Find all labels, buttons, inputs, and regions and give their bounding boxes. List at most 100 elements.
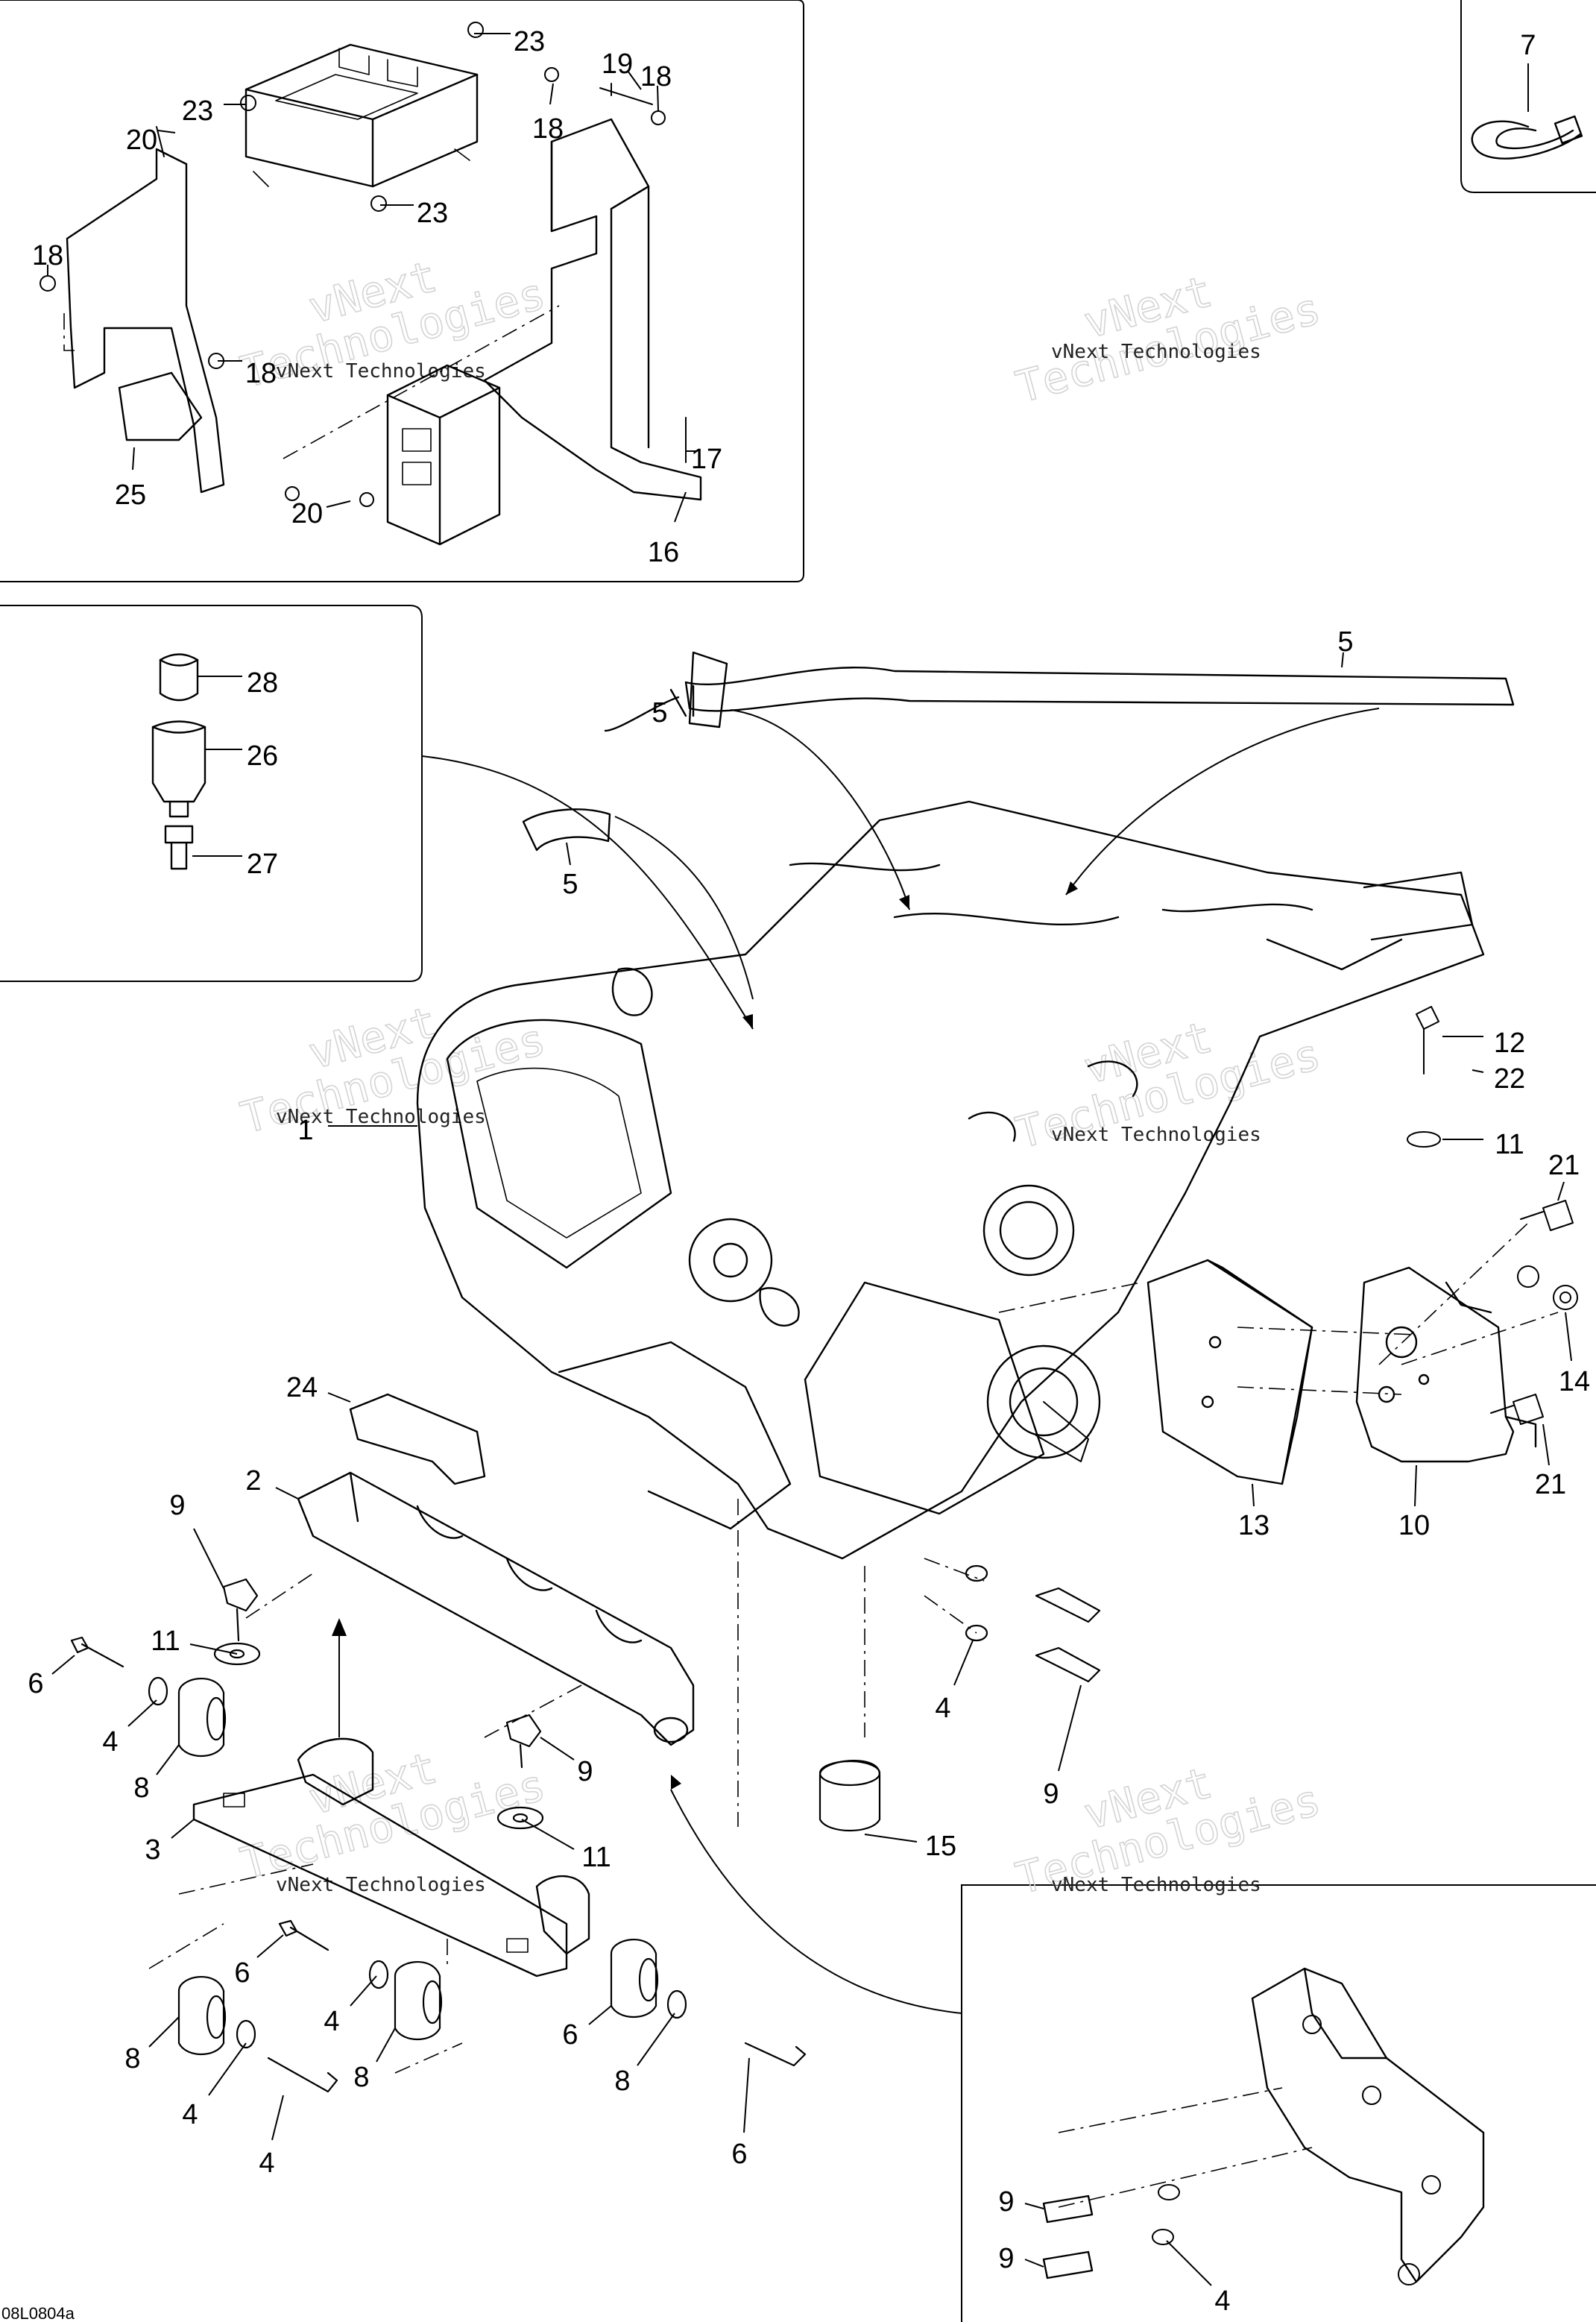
callout-label-7: 7 bbox=[1520, 30, 1536, 61]
callout-label-23: 23 bbox=[182, 95, 213, 127]
callout-leader bbox=[637, 2013, 675, 2066]
callout-leader bbox=[208, 2042, 247, 2096]
watermark-small: vNext Technologies bbox=[276, 1874, 486, 1896]
front-mount-bracket-drawing bbox=[297, 1393, 695, 1746]
callout-leader bbox=[376, 2027, 396, 2063]
callout-leader bbox=[326, 500, 351, 508]
callout-label-19: 19 bbox=[602, 48, 633, 80]
callout-label-4: 4 bbox=[1214, 2285, 1230, 2317]
callout-leader bbox=[157, 130, 176, 133]
callout-label-4: 4 bbox=[259, 2148, 274, 2179]
callout-label-11: 11 bbox=[151, 1626, 180, 1657]
callout-label-18: 18 bbox=[245, 358, 277, 389]
plate-13-drawing bbox=[1146, 1259, 1313, 1485]
watermark-small-labels: vNext Technologies vNext Technologies vN… bbox=[276, 341, 1261, 1896]
watermark-small: vNext Technologies bbox=[276, 1106, 486, 1128]
arrow-heads bbox=[332, 881, 1078, 1790]
watermark-small: vNext Technologies bbox=[1051, 1874, 1261, 1896]
bottom-right-bracket-drawing bbox=[1042, 1967, 1485, 2285]
callout-leader bbox=[193, 1528, 224, 1589]
callout-leader bbox=[327, 1392, 351, 1403]
callout-label-6: 6 bbox=[28, 1668, 43, 1699]
bumper-stack-drawing bbox=[151, 653, 206, 870]
callout-label-13: 13 bbox=[1238, 1510, 1269, 1541]
callout-label-28: 28 bbox=[247, 667, 278, 699]
callout-label-5: 5 bbox=[562, 869, 578, 900]
callout-leader bbox=[1252, 1483, 1255, 1507]
callout-label-20: 20 bbox=[291, 498, 323, 529]
bracket-16-drawing bbox=[483, 118, 702, 501]
callout-label-24: 24 bbox=[286, 1372, 318, 1403]
small-fasteners-top-left bbox=[40, 22, 687, 507]
callout-label-4: 4 bbox=[102, 1726, 118, 1758]
callout-label-9: 9 bbox=[169, 1490, 185, 1521]
callout-label-18: 18 bbox=[32, 240, 63, 271]
callout-label-12: 12 bbox=[1494, 1028, 1525, 1059]
callout-leader bbox=[1341, 652, 1344, 668]
callout-label-3: 3 bbox=[145, 1834, 160, 1866]
relay-module-drawing bbox=[386, 364, 501, 546]
callout-label-20: 20 bbox=[126, 125, 157, 156]
callout-leader bbox=[189, 1643, 238, 1655]
callout-leader bbox=[1166, 2240, 1212, 2286]
callout-label-21: 21 bbox=[1548, 1150, 1580, 1181]
callout-leader bbox=[132, 447, 135, 471]
callout-label-18: 18 bbox=[640, 61, 672, 92]
callout-leader bbox=[171, 1819, 195, 1839]
callout-label-22: 22 bbox=[1494, 1063, 1525, 1095]
callout-leader bbox=[540, 1737, 575, 1761]
hose-drawings bbox=[522, 651, 1515, 852]
callout-leader bbox=[743, 2057, 750, 2133]
callout-label-27: 27 bbox=[247, 849, 278, 880]
callout-leader bbox=[1058, 1684, 1082, 1772]
cable-tie-drawing bbox=[1471, 115, 1583, 160]
callout-label-8: 8 bbox=[614, 2065, 630, 2097]
callout-leader bbox=[1565, 1312, 1572, 1362]
callout-label-11: 11 bbox=[1495, 1129, 1524, 1160]
callout-label-8: 8 bbox=[353, 2062, 369, 2093]
reference-arrows bbox=[338, 708, 1380, 2014]
callout-leader bbox=[127, 1699, 157, 1727]
fasteners-right-middle bbox=[1407, 1006, 1578, 1425]
figure-id: 08L0804a bbox=[1, 2304, 75, 2322]
callout-label-4: 4 bbox=[324, 2006, 339, 2037]
callout-label-18: 18 bbox=[532, 113, 564, 145]
callout-label-4: 4 bbox=[182, 2099, 198, 2130]
callout-label-8: 8 bbox=[133, 1772, 149, 1804]
watermark-small: vNext Technologies bbox=[1051, 341, 1261, 363]
callout-leader bbox=[657, 85, 659, 111]
inset-box-top-left bbox=[0, 0, 804, 582]
inset-box-bottom-right bbox=[961, 1884, 1596, 2322]
callout-leader bbox=[521, 1819, 575, 1850]
callout-leader bbox=[588, 2005, 612, 2025]
callout-leader bbox=[148, 2016, 180, 2048]
watermark-small: vNext Technologies bbox=[276, 360, 486, 383]
callout-label-23: 23 bbox=[514, 26, 545, 57]
callout-leader bbox=[275, 1487, 299, 1500]
callout-leader bbox=[271, 2095, 284, 2141]
callout-label-16: 16 bbox=[648, 537, 679, 568]
callout-label-2: 2 bbox=[245, 1465, 261, 1497]
callout-label-6: 6 bbox=[731, 2139, 747, 2170]
bracket-25-drawing bbox=[66, 148, 225, 494]
callout-label-14: 14 bbox=[1559, 1366, 1590, 1397]
callout-label-21: 21 bbox=[1535, 1469, 1566, 1500]
callout-label-9: 9 bbox=[1043, 1778, 1059, 1810]
callout-leader bbox=[566, 842, 571, 866]
callout-leader bbox=[1024, 2259, 1044, 2268]
callout-leader bbox=[864, 1834, 918, 1843]
callout-leader bbox=[350, 1975, 377, 2007]
callout-label-10: 10 bbox=[1398, 1510, 1430, 1541]
callout-label-1: 1 bbox=[297, 1115, 313, 1146]
callout-label-15: 15 bbox=[925, 1831, 956, 1862]
callout-leader bbox=[1414, 1464, 1417, 1507]
callout-leader bbox=[627, 70, 642, 90]
fuse-box-drawing bbox=[245, 43, 479, 188]
inset-box-middle-left bbox=[0, 605, 423, 982]
callout-leader bbox=[1024, 2203, 1044, 2209]
callout-leader bbox=[256, 1934, 284, 1958]
callout-label-9: 9 bbox=[577, 1756, 593, 1787]
callout-label-9: 9 bbox=[998, 2243, 1014, 2274]
